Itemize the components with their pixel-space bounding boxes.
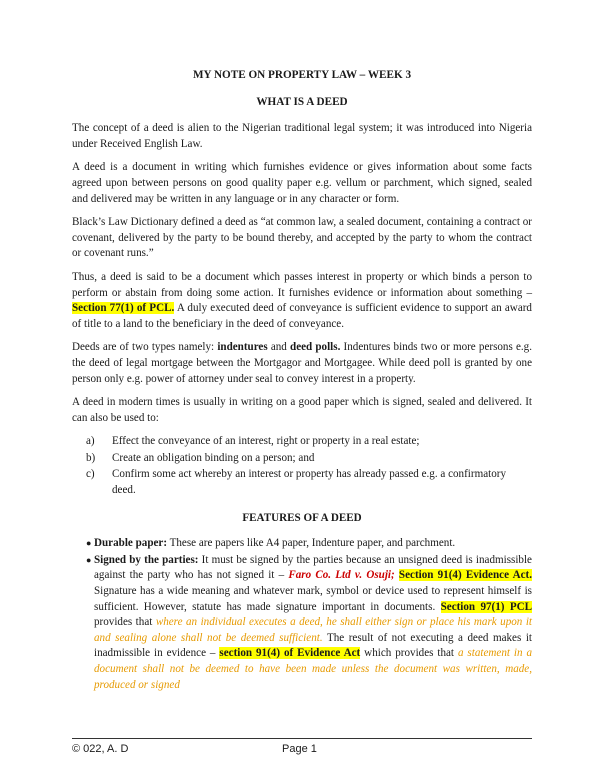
footer-copyright: © 022, A. D bbox=[72, 743, 129, 755]
feature-body: The result of not executing a deed makes… bbox=[94, 631, 532, 660]
page-footer: © 022, A. D Page 1 bbox=[72, 738, 532, 755]
paragraph-3: Black’s Law Dictionary defined a deed as… bbox=[72, 216, 532, 260]
list-label: a) bbox=[86, 435, 95, 448]
paragraph-4: Thus, a deed is said to be a document wh… bbox=[72, 270, 532, 332]
list-text: Effect the conveyance of an interest, ri… bbox=[112, 435, 420, 448]
highlight-section-91-evidence: section 91(4) of Evidence Act bbox=[219, 647, 361, 660]
quote-text: a statement in a document shall not be d… bbox=[94, 647, 532, 691]
bullet-icon: ● bbox=[86, 538, 92, 549]
feature-body: It must be signed by the parties because… bbox=[94, 553, 532, 582]
features-list: ● Durable paper: These are papers like A… bbox=[72, 536, 533, 693]
feature-text: Signed by the parties: It must be signed… bbox=[94, 553, 533, 693]
feature-item-durable-paper: ● Durable paper: These are papers like A… bbox=[72, 536, 532, 552]
feature-label: Signed by the parties: bbox=[94, 553, 199, 566]
paragraph-5: Deeds are of two types namely: indenture… bbox=[72, 340, 532, 387]
list-text: Confirm some act whereby an interest or … bbox=[112, 468, 506, 497]
list-item: b) Create an obligation binding on a pers… bbox=[72, 451, 532, 467]
case-citation: Faro Co. Ltd v. Osuji; bbox=[288, 569, 395, 582]
highlight-section-97: Section 97(1) PCL bbox=[440, 600, 533, 613]
highlight-section-91: Section 91(4) Evidence Act. bbox=[398, 569, 532, 582]
document-page: MY NOTE ON PROPERTY LAW – WEEK 3 WHAT IS… bbox=[72, 68, 533, 694]
paragraph-2: A deed is a document in writing which fu… bbox=[72, 161, 532, 205]
document-title: MY NOTE ON PROPERTY LAW – WEEK 3 bbox=[192, 69, 412, 81]
paragraph-5-text-a: Deeds are of two types namely: bbox=[72, 341, 218, 354]
paragraph-6: A deed in modern times is usually in wri… bbox=[72, 396, 532, 424]
quote-text: where an individual executes a deed, he … bbox=[94, 616, 532, 644]
section-heading: WHAT IS A DEED bbox=[256, 95, 348, 108]
paragraph-1: The concept of a deed is alien to the Ni… bbox=[72, 122, 532, 150]
feature-item-signed: ● Signed by the parties: It must be sign… bbox=[72, 553, 533, 693]
term-indentures: indentures bbox=[217, 341, 268, 354]
feature-text: Durable paper: These are papers like A4 … bbox=[94, 536, 532, 552]
list-label: c) bbox=[86, 468, 95, 481]
feature-body: provides that bbox=[94, 616, 156, 629]
bullet-icon: ● bbox=[86, 554, 92, 565]
highlight-section-77: Section 77(1) of PCL. bbox=[72, 302, 175, 315]
paragraph-4-text-a: Thus, a deed is said to be a document wh… bbox=[72, 270, 532, 299]
paragraph-5-text-c: and bbox=[267, 341, 291, 354]
list-item: a) Effect the conveyance of an interest, … bbox=[72, 434, 532, 450]
feature-body: which provides that bbox=[360, 647, 458, 660]
paragraph-4-text-b: A duly executed deed of conveyance is su… bbox=[72, 302, 532, 330]
feature-body: Signature has a wide meaning and whateve… bbox=[94, 585, 532, 613]
uses-list: a) Effect the conveyance of an interest, … bbox=[72, 434, 532, 498]
paragraph-5-text-d: Indentures binds two or more persons e.g… bbox=[72, 341, 532, 385]
list-text: Create an obligation binding on a person… bbox=[112, 451, 315, 464]
features-heading: FEATURES OF A DEED bbox=[242, 511, 362, 524]
list-label: b) bbox=[86, 451, 96, 464]
feature-label: Durable paper: bbox=[94, 537, 168, 550]
footer-page-number: Page 1 bbox=[282, 743, 317, 755]
feature-body: These are papers like A4 paper, Indentur… bbox=[167, 537, 456, 550]
list-item: c) Confirm some act whereby an interest o… bbox=[72, 467, 532, 498]
term-deed-polls: deed polls. bbox=[290, 341, 341, 354]
